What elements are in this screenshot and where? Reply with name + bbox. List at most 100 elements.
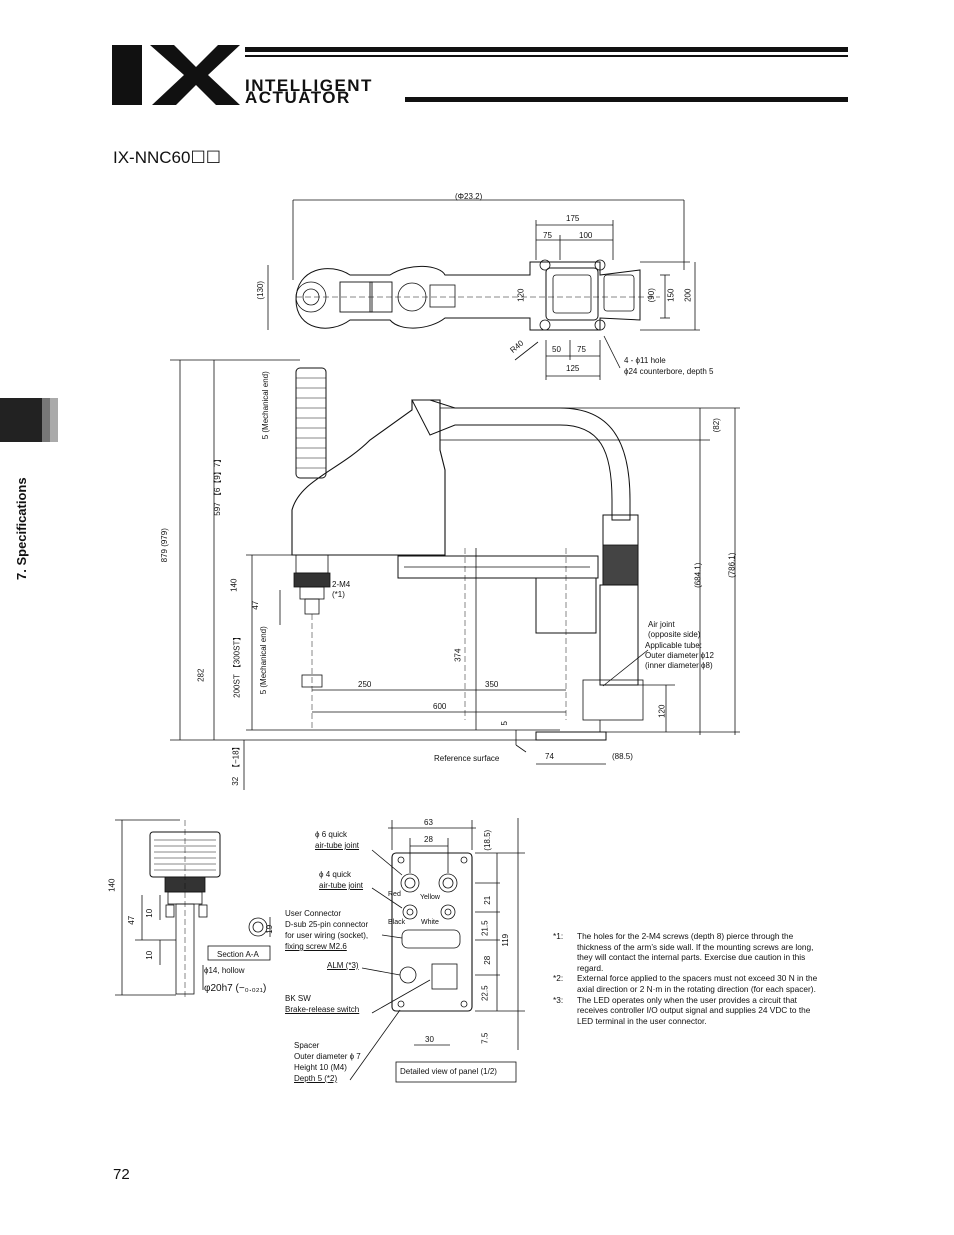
dim-130: (130) bbox=[256, 280, 266, 300]
hollow-note: ϕ14, hollow bbox=[204, 966, 245, 975]
dim-2-m4: 2-M4 bbox=[332, 580, 351, 589]
detail-dim-10b: 10 bbox=[145, 950, 155, 960]
air-joint-3: Applicable tube: bbox=[645, 641, 702, 650]
dim-74: 74 bbox=[545, 752, 554, 761]
panel-dim-63: 63 bbox=[424, 818, 433, 827]
footnotes: *1: The holes for the 2-M4 screws (depth… bbox=[553, 931, 828, 1026]
dim-879: 879 (979) bbox=[159, 528, 169, 563]
dim-75: 75 bbox=[543, 231, 552, 240]
label-black: Black bbox=[388, 919, 406, 926]
panel-dim-30: 30 bbox=[425, 1035, 434, 1044]
panel-dim-28: 28 bbox=[424, 835, 433, 844]
footnote-1: *1: The holes for the 2-M4 screws (depth… bbox=[553, 931, 828, 973]
user-connector-3: for user wiring (socket), bbox=[285, 931, 369, 940]
shaft-detail bbox=[115, 819, 271, 1000]
mech-end-top: 5 (Mechanical end) bbox=[260, 371, 270, 440]
dim-minus-18: 【−18】 bbox=[231, 742, 241, 773]
model-title: IX-NNC60☐☐ bbox=[113, 148, 221, 167]
panel-dim-119: 119 bbox=[501, 933, 511, 947]
dim-350: 350 bbox=[485, 680, 499, 689]
dim-200: 200 bbox=[683, 288, 693, 302]
dim-120: 120 bbox=[516, 288, 526, 302]
shaft-tolerance: φ20h7 (−₀.₀₂₁) bbox=[204, 983, 267, 994]
hole-note-1: 4 - ϕ11 hole bbox=[624, 356, 666, 365]
section-a-a: Section A-A bbox=[217, 950, 259, 959]
dim-stroke: 200ST 【300ST】 bbox=[232, 632, 242, 698]
hole-note-2: ϕ24 counterbore, depth 5 bbox=[624, 367, 714, 376]
panel-caption: Detailed view of panel (1/2) bbox=[400, 1067, 497, 1076]
footnote-2: *2: External force applied to the spacer… bbox=[553, 973, 828, 994]
page-number: 72 bbox=[113, 1166, 130, 1183]
bk-sw-2: Brake-release switch bbox=[285, 1005, 360, 1014]
header-rule-top-thin bbox=[245, 55, 848, 57]
dim-684: (684.1) bbox=[693, 562, 703, 588]
air-joint-1: Air joint bbox=[648, 620, 675, 629]
dim-75b: 75 bbox=[577, 345, 586, 354]
dim-90: (90) bbox=[646, 288, 656, 303]
panel-dim-22-5: 22.5 bbox=[480, 985, 490, 1002]
dim-150: 150 bbox=[666, 288, 676, 302]
dim-120b: 120 bbox=[657, 704, 667, 718]
detail-dim-47: 47 bbox=[127, 915, 137, 925]
footnote-1-text: The holes for the 2-M4 screws (depth 8) … bbox=[577, 931, 814, 973]
quick4-2: air-tube joint bbox=[319, 881, 364, 890]
footnote-3-key: *3: bbox=[553, 994, 564, 1005]
dim-282: 282 bbox=[196, 668, 206, 682]
label-yellow: Yellow bbox=[420, 894, 440, 901]
detail-dim-19: 19 bbox=[265, 924, 275, 934]
footnote-1-key: *1: bbox=[553, 931, 564, 941]
air-joint-5: (inner diameter ϕ8) bbox=[645, 661, 713, 670]
dim-125: 125 bbox=[566, 364, 580, 373]
user-connector-4: fixing screw M2.6 bbox=[285, 942, 347, 951]
dim-82: (82) bbox=[711, 418, 721, 433]
detail-dim-140: 140 bbox=[107, 878, 117, 892]
dim-47: 47 bbox=[251, 600, 261, 610]
dim-597: 597 【6【9】7】 bbox=[213, 454, 223, 516]
alm-label: ALM (*3) bbox=[327, 961, 359, 970]
footnote-2-text: External force applied to the spacers mu… bbox=[577, 973, 818, 994]
bk-sw-1: BK SW bbox=[285, 994, 311, 1003]
air-joint-2: (opposite side) bbox=[648, 630, 701, 639]
footnote-3: *3: The LED operates only when the user … bbox=[553, 995, 828, 1027]
reference-surface: Reference surface bbox=[434, 754, 500, 763]
quick4-1: ϕ 4 quick bbox=[319, 870, 352, 879]
dim-175: 175 bbox=[566, 214, 580, 223]
spacer-4: Depth 5 (*2) bbox=[294, 1074, 338, 1083]
dim-5: 5 bbox=[499, 721, 509, 726]
dim-50: 50 bbox=[552, 345, 561, 354]
panel-dim-28v: 28 bbox=[483, 955, 493, 965]
dim-32: 32 bbox=[231, 776, 241, 786]
spacer-3: Height 10 (M4) bbox=[294, 1063, 347, 1072]
dim-100: 100 bbox=[579, 231, 593, 240]
air-joint-4: Outer diameter ϕ12 bbox=[645, 651, 714, 660]
dim-total-width: (Φ23.2) bbox=[455, 192, 483, 201]
chapter-tab bbox=[0, 398, 58, 442]
logo-line-actuator: ACTUATOR bbox=[245, 88, 351, 107]
panel-dim-7-5: 7.5 bbox=[480, 1032, 490, 1044]
mech-end-bottom: 5 (Mechanical end) bbox=[258, 626, 268, 695]
side-view bbox=[170, 359, 740, 790]
user-connector-1: User Connector bbox=[285, 909, 342, 918]
quick6-2: air-tube joint bbox=[315, 841, 360, 850]
dim-600: 600 bbox=[433, 702, 447, 711]
label-white: White bbox=[421, 919, 439, 926]
dim-786: (786.1) bbox=[727, 552, 737, 578]
panel-dim-21-5: 21.5 bbox=[480, 920, 490, 937]
footnote-3-text: The LED operates only when the user prov… bbox=[577, 994, 811, 1026]
top-view bbox=[267, 199, 700, 380]
spacer-1: Spacer bbox=[294, 1041, 320, 1050]
dim-250: 250 bbox=[358, 680, 372, 689]
logo-line-intelligent: INTELLIGENT bbox=[245, 76, 373, 95]
panel-detail bbox=[349, 818, 525, 1083]
detail-dim-10a: 10 bbox=[145, 908, 155, 918]
dim-88-5: (88.5) bbox=[612, 752, 633, 761]
header-rule-top bbox=[245, 47, 848, 52]
label-red: Red bbox=[388, 891, 401, 898]
dim-374: 374 bbox=[453, 648, 463, 662]
user-connector-2: D-sub 25-pin connector bbox=[285, 920, 369, 929]
dim-140: 140 bbox=[229, 578, 239, 592]
footnote-2-key: *2: bbox=[553, 973, 564, 984]
header-rule-bottom bbox=[405, 97, 848, 102]
panel-dim-18-5: (18.5) bbox=[483, 829, 493, 851]
